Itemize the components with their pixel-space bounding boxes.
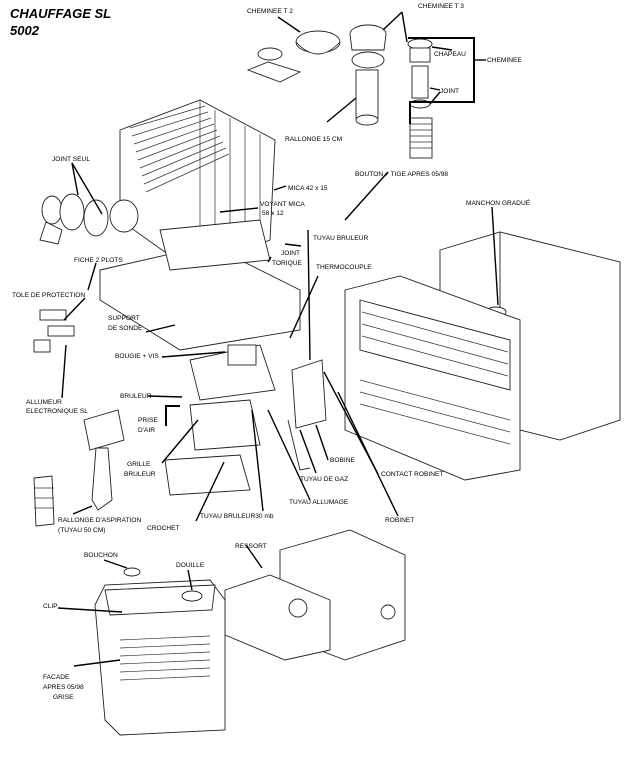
label-voyant-mica-2: 58 x 12 bbox=[262, 210, 284, 217]
label-tuyau-allumage: TUYAU ALLUMAGE bbox=[289, 499, 349, 506]
allumeur-drawing bbox=[33, 409, 125, 527]
label-allumeur-2: ELECTRONIQUE SL bbox=[26, 408, 88, 415]
part-labels: CHEMINEE T 2 CHEMINEE T 3 CHAPEAU CHEMIN… bbox=[12, 3, 531, 701]
label-douille: DOUILLE bbox=[176, 562, 205, 569]
label-facade-3: GRISE bbox=[53, 694, 74, 701]
label-facade-2: APRES 05/98 bbox=[43, 684, 84, 691]
label-rallonge: RALLONGE 15 CM bbox=[285, 136, 342, 143]
label-robinet: ROBINET bbox=[385, 517, 414, 524]
label-tuyau-gaz: TUYAU DE GAZ bbox=[300, 476, 348, 483]
label-tuyau-bruleur: TUYAU BRULEUR bbox=[313, 235, 368, 242]
title-line-2: 5002 bbox=[10, 23, 39, 38]
label-joint-torique-2: TORIQUE bbox=[272, 260, 303, 267]
label-tuyau-bruleur-30: TUYAU BRULEUR30 mb bbox=[200, 513, 274, 520]
title-line-1: CHAUFFAGE SL bbox=[10, 6, 112, 21]
label-bouchon: BOUCHON bbox=[84, 552, 118, 559]
joint-seul-drawing bbox=[39, 193, 139, 245]
label-facade-1: FACADE bbox=[43, 674, 70, 681]
label-crochet: CROCHET bbox=[147, 525, 180, 532]
label-ressort: RESSORT bbox=[235, 543, 267, 550]
label-rallonge-aspiration-2: (TUYAU 50 CM) bbox=[58, 527, 106, 534]
main-casing-drawing bbox=[344, 275, 521, 481]
facade-drawing bbox=[94, 567, 226, 736]
label-cheminee: CHEMINEE bbox=[487, 57, 522, 64]
label-cheminee-t2: CHEMINEE T 2 bbox=[247, 8, 293, 15]
label-grille-1: GRILLE bbox=[127, 461, 151, 468]
cheminee-stack-drawing bbox=[407, 38, 433, 159]
back-box-drawing bbox=[224, 529, 406, 661]
cheminee-t3-drawing bbox=[349, 24, 387, 126]
label-joint-torique-1: JOINT bbox=[281, 250, 300, 257]
label-voyant-mica-1: VOYANT MICA bbox=[260, 201, 305, 208]
label-support-sonde-2: DE SONDE bbox=[108, 325, 143, 332]
label-manchon: MANCHON GRADUÉ bbox=[466, 198, 531, 207]
label-bruleur: BRULEUR bbox=[120, 393, 152, 400]
label-bouton-tige: BOUTON + TIGE APRES 05/98 bbox=[355, 171, 448, 178]
label-thermocouple: THERMOCOUPLE bbox=[316, 264, 372, 271]
label-joint: JOINT bbox=[440, 88, 459, 95]
label-tole: TOLE DE PROTECTION bbox=[12, 292, 85, 299]
label-fiche: FICHE 2 PLOTS bbox=[74, 257, 123, 264]
leader-lines bbox=[57, 11, 499, 667]
cheminee-t2-drawing bbox=[246, 30, 341, 83]
label-prise-air-2: D'AIR bbox=[138, 427, 155, 434]
burner-drawing bbox=[164, 229, 327, 496]
label-cheminee-t3: CHEMINEE T 3 bbox=[418, 3, 464, 10]
label-bobine: BOBINE bbox=[330, 457, 356, 464]
label-joint-seul: JOINT SEUL bbox=[52, 156, 90, 163]
label-bougie: BOUGIE + VIS bbox=[115, 353, 159, 360]
frame-plates-drawing bbox=[33, 219, 301, 353]
label-contact-robinet: CONTACT ROBINET bbox=[381, 471, 443, 478]
label-support-sonde-1: SUPPORT bbox=[108, 315, 140, 322]
label-grille-2: BRULEUR bbox=[124, 471, 156, 478]
label-rallonge-aspiration-1: RALLONGE D'ASPIRATION bbox=[58, 517, 141, 524]
label-mica: MICA 42 x 15 bbox=[288, 185, 328, 192]
label-allumeur-1: ALLUMEUR bbox=[26, 399, 62, 406]
diagram-title: CHAUFFAGE SL 5002 bbox=[10, 6, 111, 38]
label-chapeau: CHAPEAU bbox=[434, 51, 466, 58]
label-clip: CLIP bbox=[43, 603, 58, 610]
label-prise-air-1: PRISE bbox=[138, 417, 158, 424]
